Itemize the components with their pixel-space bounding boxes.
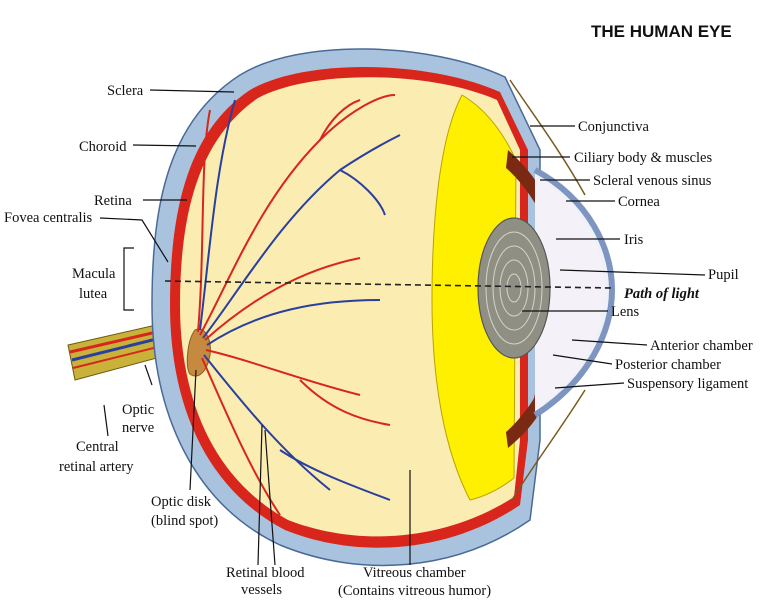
label-iris: Iris xyxy=(624,232,644,248)
label-retina: Retina xyxy=(94,193,132,209)
label-pupil: Pupil xyxy=(708,267,739,283)
label-choroid: Choroid xyxy=(79,139,127,155)
retinal-vessels xyxy=(197,94,401,516)
label-anterior-chamber: Anterior chamber xyxy=(650,338,753,354)
label-fovea-centralis: Fovea centralis xyxy=(4,210,93,226)
label-optic-disk-line2: (blind spot) xyxy=(151,513,218,529)
label-macula-line2: lutea xyxy=(79,286,108,302)
label-optic-disk-line1: Optic disk xyxy=(151,494,212,510)
vitreous-body xyxy=(180,77,520,537)
label-posterior-chamber: Posterior chamber xyxy=(615,357,721,373)
lens xyxy=(477,217,551,359)
label-ciliary-body: Ciliary body & muscles xyxy=(574,150,712,166)
label-optic-nerve-line2: nerve xyxy=(122,420,154,436)
label-central-artery-line1: Central xyxy=(76,439,119,455)
label-vitreous-line1: Vitreous chamber xyxy=(363,565,466,581)
diagram-title: THE HUMAN EYE xyxy=(591,22,732,41)
label-cornea: Cornea xyxy=(618,194,660,210)
label-macula-line1: Macula xyxy=(72,266,116,282)
label-suspensory-ligament: Suspensory ligament xyxy=(627,376,748,392)
label-central-artery-line2: retinal artery xyxy=(59,459,134,475)
label-optic-nerve-line1: Optic xyxy=(122,402,154,418)
label-path-of-light: Path of light xyxy=(624,286,700,302)
label-vitreous-line2: (Contains vitreous humor) xyxy=(338,583,491,599)
left-leaders xyxy=(99,89,411,566)
path-of-light-line xyxy=(164,280,613,289)
label-lens: Lens xyxy=(611,304,640,320)
label-vessels-line1: Retinal blood xyxy=(226,565,305,581)
label-vessels-line2: vessels xyxy=(241,582,282,598)
anterior-yellow-band xyxy=(431,94,517,501)
label-conjunctiva: Conjunctiva xyxy=(578,119,649,135)
label-scleral-venous-sinus: Scleral venous sinus xyxy=(593,173,712,189)
right-leaders xyxy=(512,125,706,389)
label-sclera: Sclera xyxy=(107,83,144,99)
